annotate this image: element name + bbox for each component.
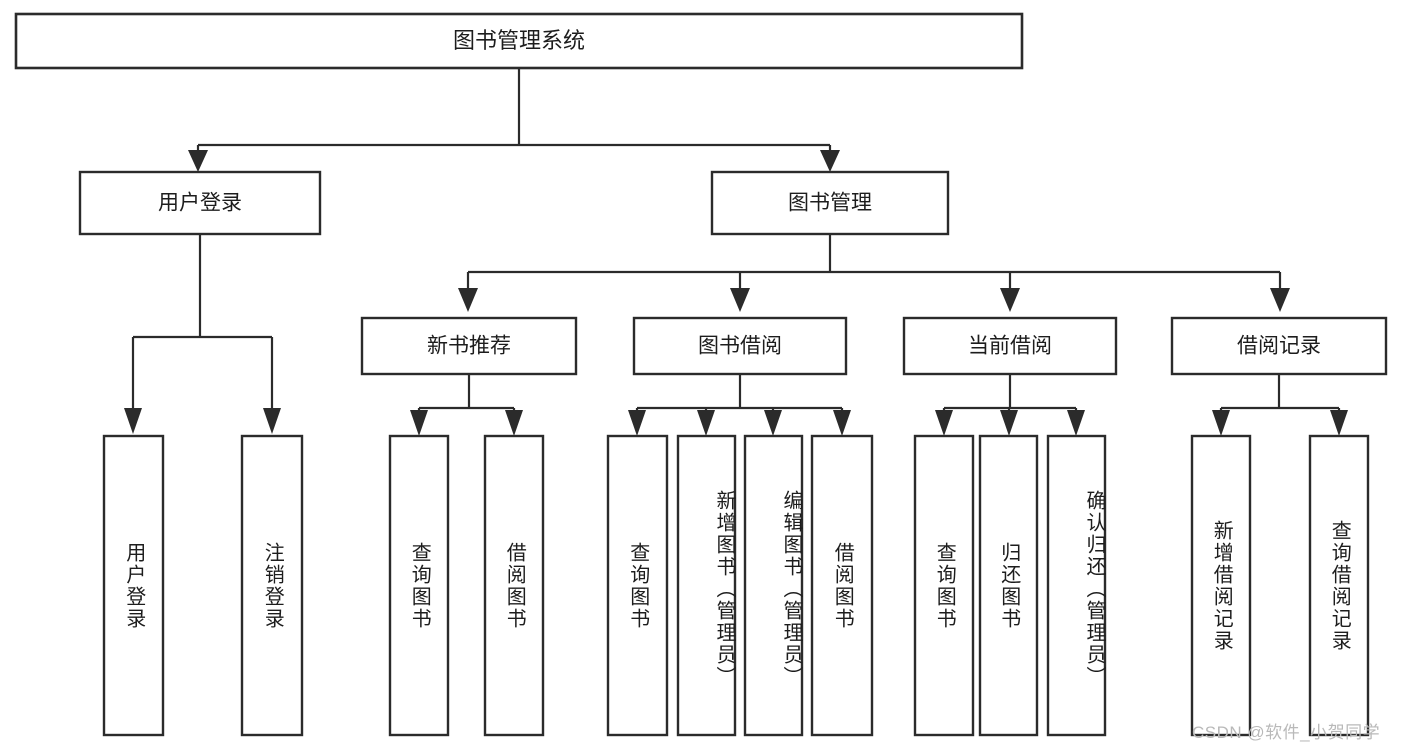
- node-book-manage-rect[interactable]: [710, 170, 950, 236]
- arrow-head-leaf-nbr-0: [410, 410, 428, 436]
- connector-new-book-recommend-to-leaves: [410, 374, 523, 436]
- leaf-rect-br-1[interactable]: [1308, 434, 1370, 737]
- leaf-rect-cb-0[interactable]: [913, 434, 975, 737]
- node-borrow-record-rect[interactable]: [1170, 316, 1388, 376]
- node-borrow-record-label: 借阅记录: [1237, 335, 1321, 358]
- arrow-head-leaf-ul-0: [124, 408, 142, 434]
- node-current-borrow-label: 当前借阅: [968, 335, 1052, 358]
- node-book-manage[interactable]: 图书管理: [710, 170, 950, 236]
- node-root-label: 图书管理系统: [453, 28, 585, 53]
- node-root[interactable]: 图书管理系统: [14, 12, 1024, 70]
- arrow-head-leaf-cb-0: [935, 410, 953, 436]
- arrow-head-leaf-cb-2: [1067, 410, 1085, 436]
- connector-book-manage-to-level3: [458, 234, 1290, 312]
- arrow-head-l3-0: [458, 288, 478, 312]
- connector-root-to-level2: [188, 68, 840, 172]
- arrow-head-leaf-bb-2: [764, 410, 782, 436]
- connector-borrow-record-to-leaves: [1212, 374, 1348, 436]
- node-current-borrow-rect[interactable]: [902, 316, 1118, 376]
- node-borrow-record[interactable]: 借阅记录: [1170, 316, 1388, 376]
- arrow-head-leaf-br-0: [1212, 410, 1230, 436]
- node-new-book-recommend-rect[interactable]: [360, 316, 578, 376]
- leaf-rect-user-login-1[interactable]: [240, 434, 304, 737]
- leaf-rect-cb-2[interactable]: [1046, 434, 1107, 737]
- arrow-head-leaf-nbr-1: [505, 410, 523, 436]
- connector-user-login-to-leaves: [124, 234, 281, 434]
- leaf-rect-user-login-0[interactable]: [102, 434, 165, 737]
- leaf-rect-nbr-0[interactable]: [388, 434, 450, 737]
- arrow-head-book-manage: [820, 150, 840, 172]
- node-user-login[interactable]: 用户登录: [78, 170, 322, 236]
- leaf-rect-cb-1[interactable]: [978, 434, 1039, 737]
- leaf-rect-bb-2[interactable]: [743, 434, 804, 737]
- node-book-manage-label: 图书管理: [788, 192, 872, 215]
- connector-book-borrow-to-leaves: [628, 374, 851, 436]
- arrow-head-l3-3: [1270, 288, 1290, 312]
- leaf-rect-bb-0[interactable]: [606, 434, 669, 737]
- arrow-head-leaf-bb-3: [833, 410, 851, 436]
- arrow-head-l3-1: [730, 288, 750, 312]
- node-new-book-recommend-label: 新书推荐: [427, 335, 511, 358]
- node-book-borrow[interactable]: 图书借阅: [632, 316, 848, 376]
- node-user-login-label: 用户登录: [158, 192, 242, 215]
- arrow-head-leaf-br-1: [1330, 410, 1348, 436]
- leaf-rect-br-0[interactable]: [1190, 434, 1252, 737]
- arrow-head-leaf-cb-1: [1000, 410, 1018, 436]
- node-current-borrow[interactable]: 当前借阅: [902, 316, 1118, 376]
- leaf-rect-bb-1[interactable]: [676, 434, 737, 737]
- node-new-book-recommend[interactable]: 新书推荐: [360, 316, 578, 376]
- node-book-borrow-rect[interactable]: [632, 316, 848, 376]
- arrow-head-user-login: [188, 150, 208, 172]
- watermark-text: CSDN @软件_小贺同学: [1192, 723, 1381, 742]
- node-root-rect[interactable]: [14, 12, 1024, 70]
- leaf-rect-nbr-1[interactable]: [483, 434, 545, 737]
- leaf-rect-bb-3[interactable]: [810, 434, 874, 737]
- arrow-head-leaf-bb-0: [628, 410, 646, 436]
- arrow-head-leaf-bb-1: [697, 410, 715, 436]
- node-book-borrow-label: 图书借阅: [698, 335, 782, 358]
- connector-current-borrow-to-leaves: [935, 374, 1085, 436]
- arrow-head-l3-2: [1000, 288, 1020, 312]
- arrow-head-leaf-ul-1: [263, 408, 281, 434]
